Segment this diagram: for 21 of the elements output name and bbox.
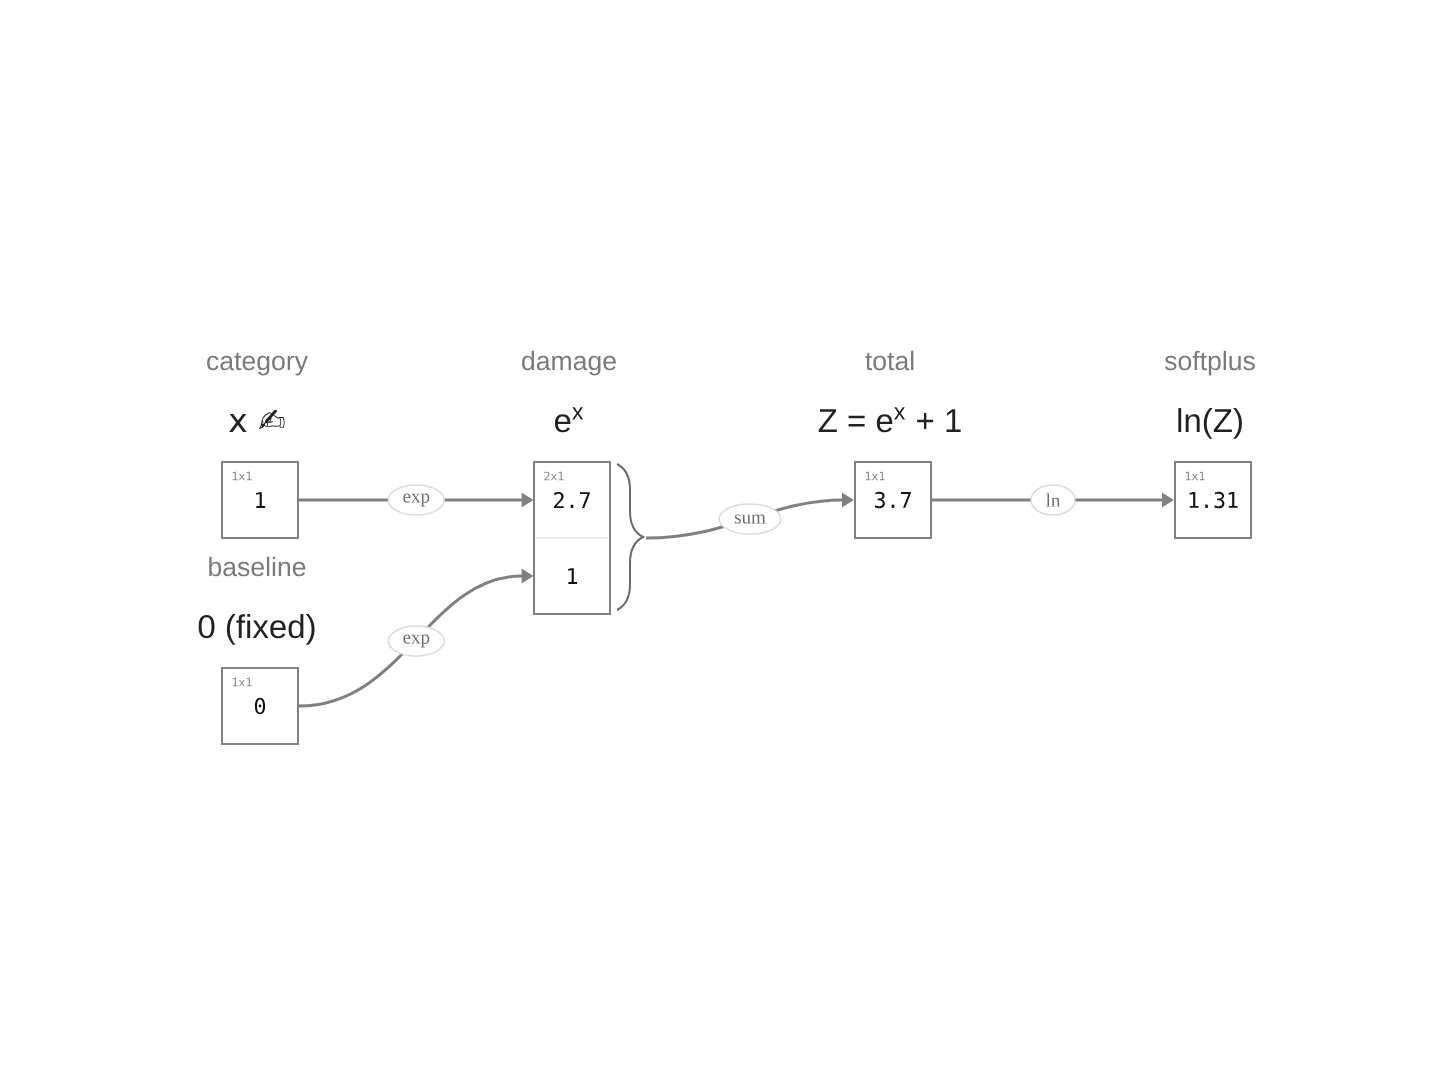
heading: softplus xyxy=(1164,350,1255,376)
size-label: 2x1 xyxy=(544,471,564,481)
value-text: 2.7 xyxy=(554,492,590,508)
value-text: 1 xyxy=(568,568,578,584)
size-label: 1x1 xyxy=(232,677,252,687)
formula: x ✍ xyxy=(229,409,285,432)
size-label: 1x1 xyxy=(232,471,252,481)
formula: 0 (fixed) xyxy=(198,614,315,645)
edge-label: ln xyxy=(1030,484,1076,516)
formula: e$^{x}$ xyxy=(554,407,584,433)
formula: Z = e$^{x}$ + 1 xyxy=(818,407,961,433)
heading: baseline xyxy=(209,556,306,577)
edge-label: exp xyxy=(387,484,445,516)
size-label: 1x1 xyxy=(865,471,885,481)
edge-label: exp xyxy=(387,625,445,657)
heading: damage xyxy=(522,350,616,376)
heading: category xyxy=(207,352,308,376)
heading: total xyxy=(865,350,914,371)
size-label: 1x1 xyxy=(1185,471,1205,481)
edge-label: sum xyxy=(718,503,782,535)
formula: ln(Z) xyxy=(1178,408,1242,439)
